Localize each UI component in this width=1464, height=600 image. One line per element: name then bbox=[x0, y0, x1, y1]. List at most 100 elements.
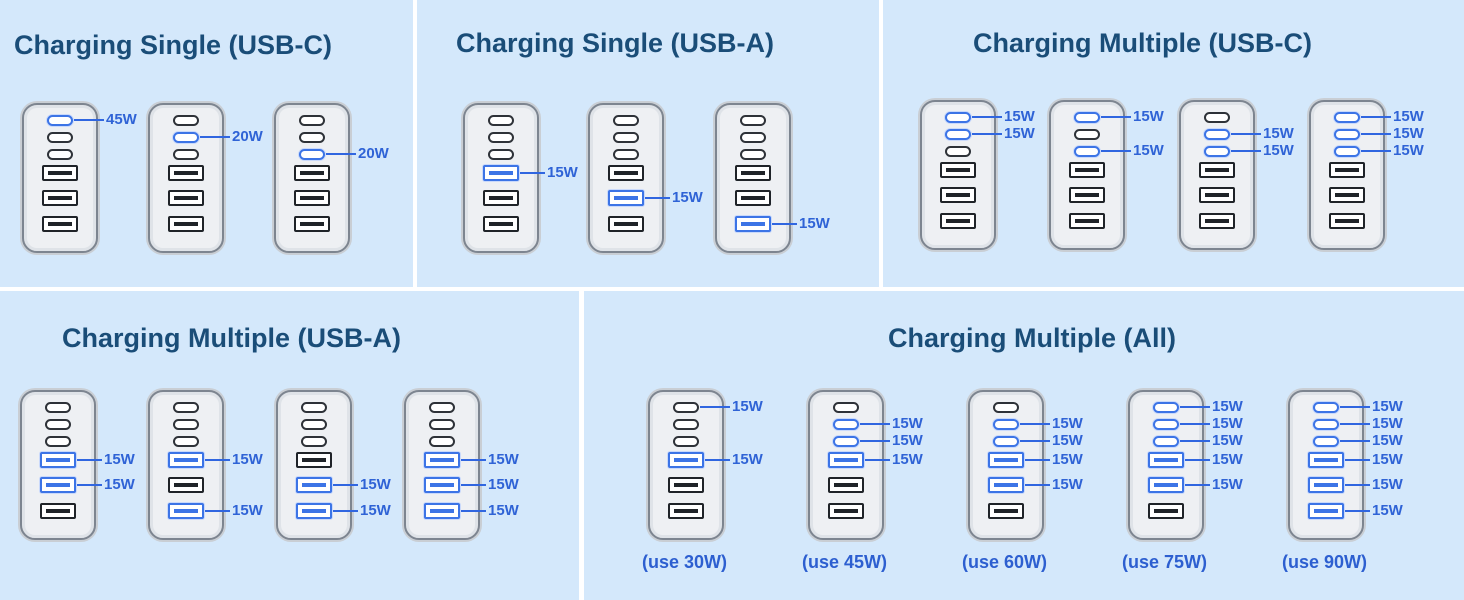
wattage-label: 20W bbox=[358, 145, 389, 162]
usb-c-port bbox=[429, 418, 455, 430]
wattage-label: 15W bbox=[1393, 108, 1424, 125]
leader-line bbox=[1345, 459, 1370, 461]
leader-line bbox=[1345, 484, 1370, 486]
leader-line bbox=[461, 484, 486, 486]
usb-a-port bbox=[40, 503, 76, 519]
usb-c-port bbox=[833, 401, 859, 413]
leader-line bbox=[860, 423, 890, 425]
usb-a-port bbox=[1069, 162, 1105, 178]
usb-c-port bbox=[429, 435, 455, 447]
panel-title: Charging Multiple (USB-A) bbox=[62, 323, 401, 353]
usb-c-port bbox=[993, 401, 1019, 413]
leader-line bbox=[1340, 440, 1370, 442]
leader-line bbox=[700, 406, 730, 408]
leader-line bbox=[1185, 484, 1210, 486]
usb-c-port bbox=[613, 148, 639, 160]
leader-line bbox=[1231, 133, 1261, 135]
leader-line bbox=[645, 197, 670, 199]
usage-note: (use 30W) bbox=[642, 552, 728, 572]
panel-title: Charging Multiple (All) bbox=[888, 323, 1176, 353]
wattage-label: 15W bbox=[672, 189, 703, 206]
usb-a-port bbox=[940, 213, 976, 229]
wattage-label: 15W bbox=[799, 215, 830, 232]
usb-a-port bbox=[1199, 187, 1235, 203]
usb-a-port bbox=[1199, 213, 1235, 229]
usb-c-port bbox=[488, 131, 514, 143]
leader-line bbox=[77, 484, 102, 486]
usb-a-port bbox=[940, 187, 976, 203]
usb-a-port bbox=[940, 162, 976, 178]
usb-a-port bbox=[735, 190, 771, 206]
wattage-label: 15W bbox=[1212, 476, 1243, 493]
wattage-label: 15W bbox=[1133, 142, 1164, 159]
usb-a-port bbox=[483, 216, 519, 232]
usage-note: (use 60W) bbox=[962, 552, 1048, 572]
usb-a-port bbox=[483, 165, 519, 181]
usb-a-port bbox=[294, 216, 330, 232]
wattage-label: 15W bbox=[1263, 125, 1294, 142]
usb-a-port bbox=[296, 503, 332, 519]
leader-line bbox=[1340, 423, 1370, 425]
usb-c-port bbox=[1204, 145, 1230, 157]
usb-a-port bbox=[42, 165, 78, 181]
leader-line bbox=[1361, 116, 1391, 118]
usb-c-port bbox=[45, 401, 71, 413]
usb-a-port bbox=[294, 165, 330, 181]
usb-a-port bbox=[828, 452, 864, 468]
leader-line bbox=[1361, 133, 1391, 135]
wattage-label: 15W bbox=[732, 398, 763, 415]
leader-line bbox=[461, 510, 486, 512]
usb-c-port bbox=[1334, 111, 1360, 123]
leader-line bbox=[1101, 150, 1131, 152]
usb-a-port bbox=[1069, 213, 1105, 229]
usb-a-port bbox=[668, 503, 704, 519]
usb-a-port bbox=[1308, 477, 1344, 493]
wattage-label: 15W bbox=[1052, 451, 1083, 468]
usb-c-port bbox=[945, 128, 971, 140]
usb-a-port bbox=[1308, 503, 1344, 519]
usb-a-port bbox=[40, 452, 76, 468]
leader-line bbox=[205, 510, 230, 512]
wattage-label: 15W bbox=[488, 451, 519, 468]
usb-c-port bbox=[488, 114, 514, 126]
usb-c-port bbox=[613, 131, 639, 143]
usb-c-port bbox=[1153, 418, 1179, 430]
usb-c-port bbox=[47, 148, 73, 160]
usb-a-port bbox=[1329, 187, 1365, 203]
leader-line bbox=[520, 172, 545, 174]
wattage-label: 20W bbox=[232, 128, 263, 145]
usb-a-port bbox=[168, 477, 204, 493]
wattage-label: 15W bbox=[1004, 125, 1035, 142]
usb-a-port bbox=[735, 216, 771, 232]
wattage-label: 15W bbox=[488, 502, 519, 519]
usb-a-port bbox=[608, 190, 644, 206]
usb-c-port bbox=[173, 131, 199, 143]
usb-c-port bbox=[1153, 435, 1179, 447]
wattage-label: 15W bbox=[232, 502, 263, 519]
usb-a-port bbox=[1308, 452, 1344, 468]
usage-note: (use 75W) bbox=[1122, 552, 1208, 572]
usb-c-port bbox=[673, 401, 699, 413]
leader-line bbox=[205, 459, 230, 461]
usb-c-port bbox=[45, 435, 71, 447]
wattage-label: 15W bbox=[1052, 432, 1083, 449]
leader-line bbox=[333, 510, 358, 512]
wattage-label: 15W bbox=[232, 451, 263, 468]
usb-c-port bbox=[173, 435, 199, 447]
leader-line bbox=[1180, 406, 1210, 408]
wattage-label: 15W bbox=[1133, 108, 1164, 125]
usb-c-port bbox=[613, 114, 639, 126]
leader-line bbox=[1020, 440, 1050, 442]
usb-a-port bbox=[1199, 162, 1235, 178]
usb-a-port bbox=[294, 190, 330, 206]
usb-c-port bbox=[740, 114, 766, 126]
panel-title: Charging Multiple (USB-C) bbox=[973, 28, 1312, 58]
leader-line bbox=[1101, 116, 1131, 118]
usb-c-port bbox=[47, 114, 73, 126]
usb-c-port bbox=[45, 418, 71, 430]
usb-c-port bbox=[833, 435, 859, 447]
usb-a-port bbox=[296, 477, 332, 493]
usb-c-port bbox=[301, 401, 327, 413]
usb-a-port bbox=[1329, 162, 1365, 178]
leader-line bbox=[865, 459, 890, 461]
